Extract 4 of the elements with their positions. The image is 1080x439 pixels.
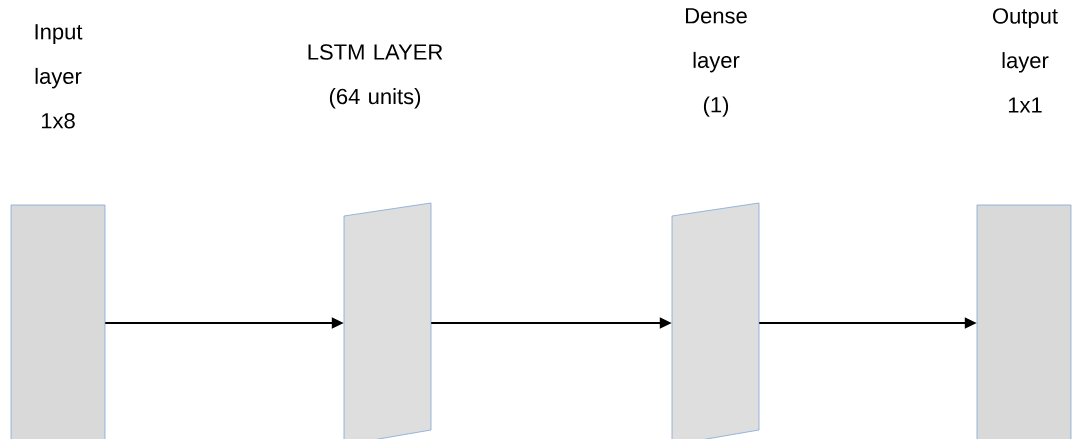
layer-label: LSTM LAYER (64 units) <box>308 44 443 109</box>
layer-label: Dense layer (1) <box>686 8 747 117</box>
layer-label: Input layer 1x8 <box>35 24 83 129</box>
layer-label: Output layer 1x1 <box>993 8 1058 113</box>
